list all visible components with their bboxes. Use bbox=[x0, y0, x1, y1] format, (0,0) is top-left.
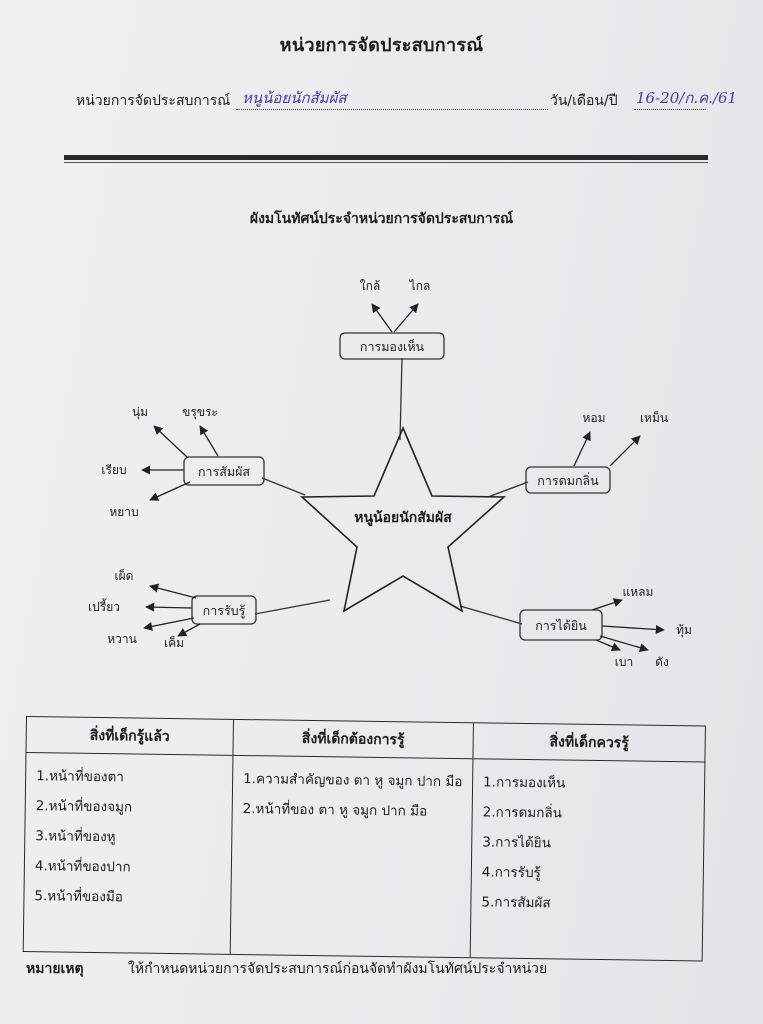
header-rule-thin bbox=[64, 162, 708, 163]
center-star-shape bbox=[299, 425, 507, 613]
unit-info-line: หน่วยการจัดประสบการณ์ หนูน้อยนักสัมผัส ว… bbox=[76, 89, 737, 116]
node-smelling-label: การดมกลิ่น bbox=[537, 472, 599, 488]
list-item: 3.หน้าที่ของหู bbox=[35, 828, 116, 846]
column-header-known: สิ่งที่เด็กรู้แล้ว bbox=[26, 717, 233, 756]
date-handwritten-value: 16-20/ก.ค./61 bbox=[636, 89, 738, 107]
arrow-touching-rough bbox=[199, 425, 219, 457]
leaf-touching-coarse: หยาบ bbox=[109, 505, 138, 519]
date-dotted-line bbox=[634, 108, 706, 110]
footnote-text: ให้กำหนดหน่วยการจัดประสบการณ์ก่อนจัดทำผั… bbox=[128, 961, 548, 977]
arrow-hearing-sharp bbox=[591, 598, 623, 611]
leaf-smelling-fragrant: หอม bbox=[582, 411, 605, 425]
list-item: 1.ความสำคัญของ ตา หู จมูก ปาก มือ bbox=[243, 771, 463, 791]
leaf-tasting-sour: เปรี้ยว bbox=[88, 598, 120, 614]
leaf-hearing-soft: เบา bbox=[615, 655, 633, 669]
list-item: 3.การได้ยิน bbox=[482, 834, 551, 852]
node-touching-box bbox=[183, 456, 265, 486]
arrow-tasting-sweet bbox=[143, 617, 195, 631]
list-item: 5.หน้าที่ของมือ bbox=[34, 888, 124, 906]
node-tasting-box bbox=[191, 595, 257, 625]
list-item: 4.การรับรู้ bbox=[481, 864, 541, 882]
header-rule-thick bbox=[64, 155, 708, 160]
list-item: 1.หน้าที่ของตา bbox=[36, 768, 125, 786]
arrow-hearing-loud bbox=[599, 635, 649, 653]
arrow-tasting-salty bbox=[177, 623, 201, 637]
list-item: 2.หน้าที่ของจมูก bbox=[35, 798, 133, 816]
node-seeing-label: การมองเห็น bbox=[360, 339, 425, 354]
want-list: 1.ความสำคัญของ ตา หู จมูก ปาก มือ 2.หน้า… bbox=[233, 756, 473, 827]
footnote-label: หมายเหตุ bbox=[26, 961, 84, 977]
arrow-smelling-fragrant bbox=[573, 431, 591, 467]
list-item: 2.การดมกลิ่น bbox=[482, 804, 563, 822]
arrow-smelling-stinky bbox=[609, 435, 641, 467]
leaf-tasting-spicy: เผ็ด bbox=[115, 568, 134, 583]
node-hearing-box bbox=[519, 609, 603, 641]
document-title: หน่วยการจัดประสบการณ์ bbox=[279, 35, 484, 56]
unit-label: หน่วยการจัดประสบการณ์ bbox=[76, 93, 231, 109]
arrow-touching-soft bbox=[153, 425, 189, 459]
leaf-tasting-salty: เค็ม bbox=[164, 635, 184, 650]
arrow-hearing-soft bbox=[595, 639, 621, 652]
leaf-smelling-stinky: เหม็น bbox=[640, 410, 668, 425]
leaf-seeing-far: ไกล bbox=[409, 279, 431, 293]
arrow-hearing-deep bbox=[601, 624, 665, 635]
table-column-known: สิ่งที่เด็กรู้แล้ว 1.หน้าที่ของตา 2.หน้า… bbox=[24, 717, 233, 954]
list-item: 2.หน้าที่ของ ตา หู จมูก ปาก มือ bbox=[242, 801, 428, 820]
connector-tasting bbox=[254, 599, 331, 615]
list-item: 1.การมองเห็น bbox=[483, 774, 566, 792]
list-item: 5.การสัมผัส bbox=[481, 894, 551, 912]
knowledge-table: สิ่งที่เด็กรู้แล้ว 1.หน้าที่ของตา 2.หน้า… bbox=[22, 716, 706, 962]
node-touching-label: การสัมผัส bbox=[198, 464, 250, 479]
leaf-seeing-near: ใกล้ bbox=[360, 279, 380, 293]
list-item: 4.หน้าที่ของปาก bbox=[34, 858, 131, 876]
node-hearing-label: การได้ยิน bbox=[535, 618, 587, 633]
node-tasting-label: การรับรู้ bbox=[203, 603, 246, 619]
should-list: 1.การมองเห็น 2.การดมกลิ่น 3.การได้ยิน 4.… bbox=[471, 759, 704, 920]
arrow-touching-coarse bbox=[149, 481, 191, 501]
date-label: วัน/เดือน/ปี bbox=[550, 93, 618, 109]
leaf-touching-smooth: เรียบ bbox=[101, 463, 126, 477]
leaf-hearing-deep: ทุ้ม bbox=[676, 623, 692, 638]
table-column-want: สิ่งที่เด็กต้องการรู้ 1.ความสำคัญของ ตา … bbox=[229, 719, 473, 958]
unit-handwritten-value: หนูน้อยนักสัมผัส bbox=[242, 89, 347, 107]
leaf-touching-soft: นุ่ม bbox=[132, 405, 148, 420]
column-header-should: สิ่งที่เด็กควรรู้ bbox=[473, 723, 705, 763]
leaf-touching-rough: ขรุขระ bbox=[182, 405, 218, 420]
connector-smelling bbox=[487, 481, 529, 498]
known-list: 1.หน้าที่ของตา 2.หน้าที่ของจมูก 3.หน้าที… bbox=[24, 753, 232, 914]
node-seeing-box bbox=[339, 332, 445, 360]
table-column-should: สิ่งที่เด็กควรรู้ 1.การมองเห็น 2.การดมกล… bbox=[469, 723, 705, 961]
connector-seeing bbox=[399, 357, 403, 441]
leaf-hearing-loud: ดัง bbox=[655, 655, 669, 669]
leaf-tasting-sweet: หวาน bbox=[107, 632, 137, 646]
leaf-hearing-sharp: แหลม bbox=[623, 585, 654, 599]
arrow-tasting-spicy bbox=[149, 583, 197, 599]
connector-hearing bbox=[459, 605, 523, 625]
mindmap-title: ผังมโนทัศน์ประจำหน่วยการจัดประสบการณ์ bbox=[249, 211, 514, 227]
footnote: หมายเหตุ ให้กำหนดหน่วยการจัดประสบการณ์ก่… bbox=[26, 958, 746, 980]
node-smelling-box bbox=[525, 466, 611, 494]
column-header-want: สิ่งที่เด็กต้องการรู้ bbox=[233, 719, 473, 760]
arrow-seeing-far bbox=[393, 303, 419, 333]
center-label: หนูน้อยนักสัมผัส bbox=[354, 510, 452, 526]
arrow-tasting-sour bbox=[145, 602, 193, 612]
connector-touching bbox=[261, 477, 306, 496]
unit-dotted-line bbox=[236, 108, 548, 110]
arrow-seeing-near bbox=[371, 303, 393, 333]
